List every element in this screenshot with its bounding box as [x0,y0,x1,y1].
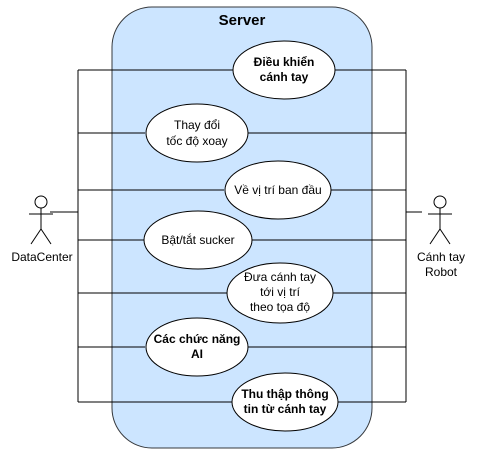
use-case-dieu-khien: Điều khiển cánh tay [232,40,336,100]
use-case-bat-tat-sucker: Bật/tắt sucker [143,210,253,270]
use-case-ai-line2: AI [191,347,203,361]
use-case-bat-tat-line1: Bật/tắt sucker [161,232,234,247]
use-case-dieu-khien-line2: cánh tay [260,70,309,84]
actor-robot-label-line1: Cánh tay [417,250,465,264]
use-case-ve-vi-tri-ban-dau: Về vị trí ban đầu [224,160,332,220]
use-case-thay-doi-line1: Thay đổi [174,118,220,132]
use-case-thay-doi-line2: tốc độ xoay [166,134,227,148]
use-case-cac-chuc-nang-ai: Các chức năng AI [145,317,249,377]
actor-datacenter-label: DataCenter [11,250,72,264]
use-case-thu-thap-thong-tin: Thu thập thông tin từ cánh tay [231,372,339,432]
use-case-dua-canh-tay-line2: tới vị trí [260,285,301,299]
use-case-thay-doi-toc-do: Thay đổi tốc độ xoay [145,103,249,163]
use-case-thu-thap-line2: tin từ cánh tay [244,402,327,416]
use-case-dieu-khien-line1: Điều khiển [254,55,315,69]
stick-figure-icon [428,195,452,245]
use-case-dua-canh-tay-line1: Đưa cánh tay [244,270,316,284]
actor-canh-tay-robot: Cánh tay Robot [417,195,465,279]
system-title: Server [219,12,266,29]
right-connectors [248,69,422,403]
stick-figure-icon [29,195,53,245]
use-case-ai-line1: Các chức năng [154,332,241,346]
use-case-thu-thap-line1: Thu thập thông [241,387,328,401]
left-connectors [50,69,233,403]
actor-datacenter: DataCenter [11,195,73,264]
use-case-ve-vi-tri-line1: Về vị trí ban đầu [234,183,321,197]
use-case-dua-canh-tay: Đưa cánh tay tới vị trí theo tọa độ [226,262,334,324]
actor-robot-label-line2: Robot [425,265,458,279]
use-case-dua-canh-tay-line3: theo tọa độ [250,300,310,314]
